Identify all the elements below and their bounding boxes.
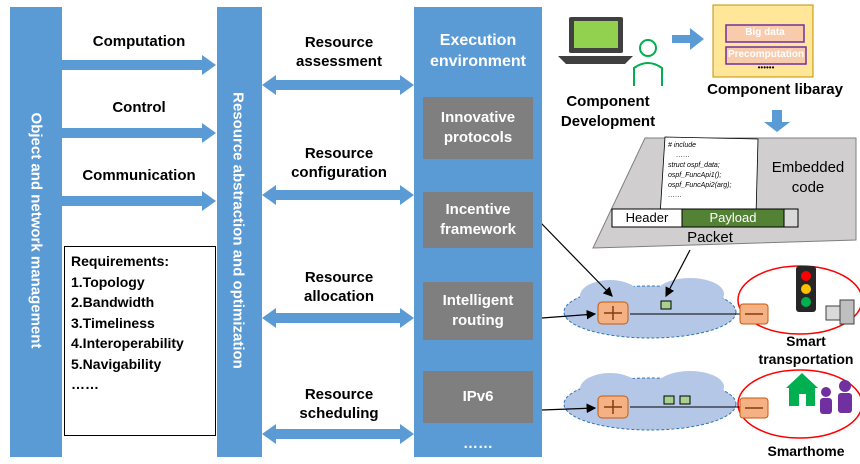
- exec-box-line: Intelligent: [442, 292, 514, 309]
- book-dots: ••••••: [757, 63, 775, 72]
- code-line: ospf_FuncApi1();: [668, 172, 722, 179]
- requirement-item: 3.Timeliness: [71, 314, 155, 331]
- smarthome-label: Smarthome: [767, 443, 845, 459]
- flow-arrow-computation: [62, 55, 216, 75]
- code-line: ……: [676, 152, 690, 159]
- router-icon: [739, 397, 769, 419]
- packet-icon: [660, 300, 672, 310]
- embedded-code-label: Embedded code: [758, 158, 858, 198]
- exec-box-line: routing: [452, 312, 504, 329]
- book-big-data: Big data: [745, 27, 785, 38]
- packet-payload-label: Payload: [709, 210, 757, 225]
- exec-box-line: framework: [440, 221, 516, 238]
- requirement-item: 2.Bandwidth: [71, 294, 155, 310]
- component-dev-line: Development: [560, 113, 656, 130]
- flow-arrow-control: [62, 123, 216, 143]
- requirements-box: Requirements: 1.Topology 2.Bandwidth 3.T…: [64, 246, 216, 436]
- resource-op-assessment: Resource assessment: [272, 33, 406, 71]
- resource-op-scheduling: Resource scheduling: [272, 385, 406, 423]
- resource-op-line: Resource: [304, 386, 374, 403]
- requirements-title: Requirements:: [71, 253, 170, 269]
- double-arrow-scheduling: [262, 424, 414, 444]
- flow-label-computation: Computation: [92, 33, 186, 50]
- embedded-line: Embedded: [771, 159, 845, 176]
- execution-environment-title: Execution environment: [414, 30, 542, 72]
- book-precomputation: Precomputation: [727, 49, 805, 60]
- middle-abstraction-panel: [217, 7, 262, 457]
- network-cloud-lower: [563, 371, 737, 431]
- code-line: ospf_FuncApi2(arg);: [668, 182, 732, 189]
- double-arrow-allocation: [262, 308, 414, 328]
- packet-icon: [679, 395, 691, 405]
- left-management-panel: [10, 7, 62, 457]
- resource-op-line: allocation: [303, 288, 374, 305]
- resource-op-line: configuration: [291, 164, 387, 181]
- requirement-item: 5.Navigability: [71, 355, 162, 372]
- component-dev-line: Component: [566, 93, 650, 110]
- exec-box-line: Incentive: [445, 201, 511, 218]
- library-to-packet-arrow: [764, 110, 790, 132]
- requirement-item: 1.Topology: [71, 273, 145, 290]
- flow-label-control: Control: [112, 99, 166, 116]
- exec-box-line: protocols: [443, 129, 513, 146]
- house-icon: [786, 373, 818, 406]
- exec-box-intelligent-routing: Intelligent routing: [423, 282, 533, 340]
- double-arrow-configuration: [262, 185, 414, 205]
- network-cloud-upper: [563, 278, 737, 339]
- computer-icon: [558, 17, 633, 64]
- code-line: ……: [668, 192, 682, 199]
- component-development-label: Component Development: [548, 92, 668, 132]
- flow-arrow-communication: [62, 191, 216, 211]
- exec-box-line: IPv6: [462, 388, 494, 405]
- component-library-label: Component libaray: [707, 81, 843, 98]
- router-icon: [597, 301, 629, 325]
- router-icon: [597, 395, 629, 419]
- code-line: # include: [668, 142, 697, 149]
- router-icon: [739, 303, 769, 325]
- double-arrow-assessment: [262, 75, 414, 95]
- camera-icon: [825, 299, 855, 325]
- exec-title-line: Execution: [439, 32, 517, 49]
- resource-op-line: assessment: [296, 53, 382, 70]
- packet-bar: [611, 208, 799, 228]
- resource-op-configuration: Resource configuration: [272, 144, 406, 182]
- target-line: Smart: [786, 333, 826, 349]
- exec-title-line: environment: [429, 53, 526, 70]
- developer-icon: [633, 39, 663, 86]
- traffic-light-icon: [796, 266, 816, 312]
- requirement-item: ……: [71, 376, 99, 392]
- resource-op-line: Resource: [304, 269, 374, 286]
- resource-op-line: scheduling: [299, 405, 379, 422]
- target-line: transportation: [758, 351, 854, 367]
- exec-box-ipv6: IPv6: [423, 371, 533, 423]
- packet-label: Packet: [687, 229, 733, 246]
- packet-header-label: Header: [625, 210, 669, 225]
- library-icon: [712, 4, 814, 78]
- exec-ellipsis: ……: [463, 435, 493, 452]
- packet-icon: [663, 395, 675, 405]
- flow-label-communication: Communication: [82, 167, 196, 184]
- requirement-item: 4.Interoperability: [71, 335, 184, 351]
- resource-op-line: Resource: [304, 145, 374, 162]
- embedded-line: code: [791, 179, 825, 196]
- code-snippet: # include …… struct ospf_data; ospf_Func…: [668, 141, 758, 201]
- code-line: struct ospf_data;: [668, 162, 720, 169]
- person-icon: [820, 380, 852, 414]
- exec-box-innovative-protocols: Innovative protocols: [423, 97, 533, 159]
- middle-panel-label: Resource abstraction and optimization: [229, 92, 247, 369]
- exec-box-line: Innovative: [440, 109, 516, 126]
- left-panel-label: Object and network management: [27, 112, 45, 349]
- exec-box-incentive-framework: Incentive framework: [423, 192, 533, 248]
- smart-transportation-label: Smart transportation: [752, 332, 860, 368]
- resource-op-allocation: Resource allocation: [272, 268, 406, 306]
- dev-to-library-arrow: [672, 28, 704, 50]
- resource-op-line: Resource: [304, 34, 374, 51]
